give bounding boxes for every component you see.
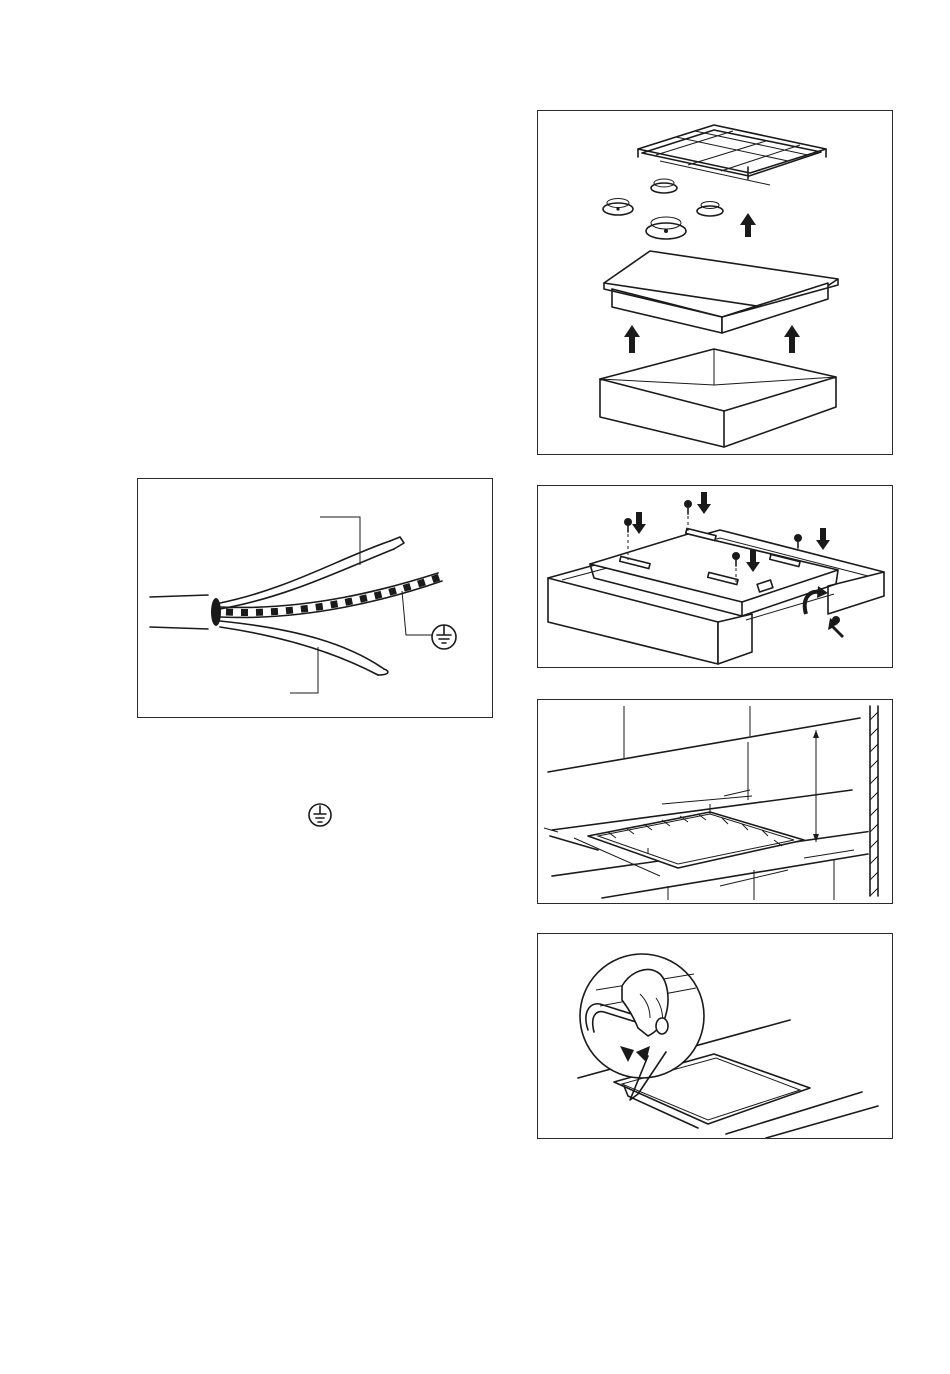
seal-application-illustration [538,934,893,1139]
figure-seal-application [537,933,893,1139]
pan-support-grid [638,125,826,185]
earth-ground-symbol [432,625,456,649]
earth-ground-symbol-inline [306,801,334,829]
figure-worktop-cutout [537,699,893,904]
figure-hob-disassembly [537,110,893,455]
base-box [600,349,836,447]
burner-caps [603,179,723,239]
supply-cable-illustration [138,479,493,718]
hob-top-plate [604,251,838,333]
figure-supply-cable [137,478,493,718]
bracket-fixing-illustration [538,486,893,668]
figure-bracket-fixing [537,485,893,668]
hob-disassembly-illustration [538,111,893,455]
worktop-cutout-illustration [538,700,893,904]
